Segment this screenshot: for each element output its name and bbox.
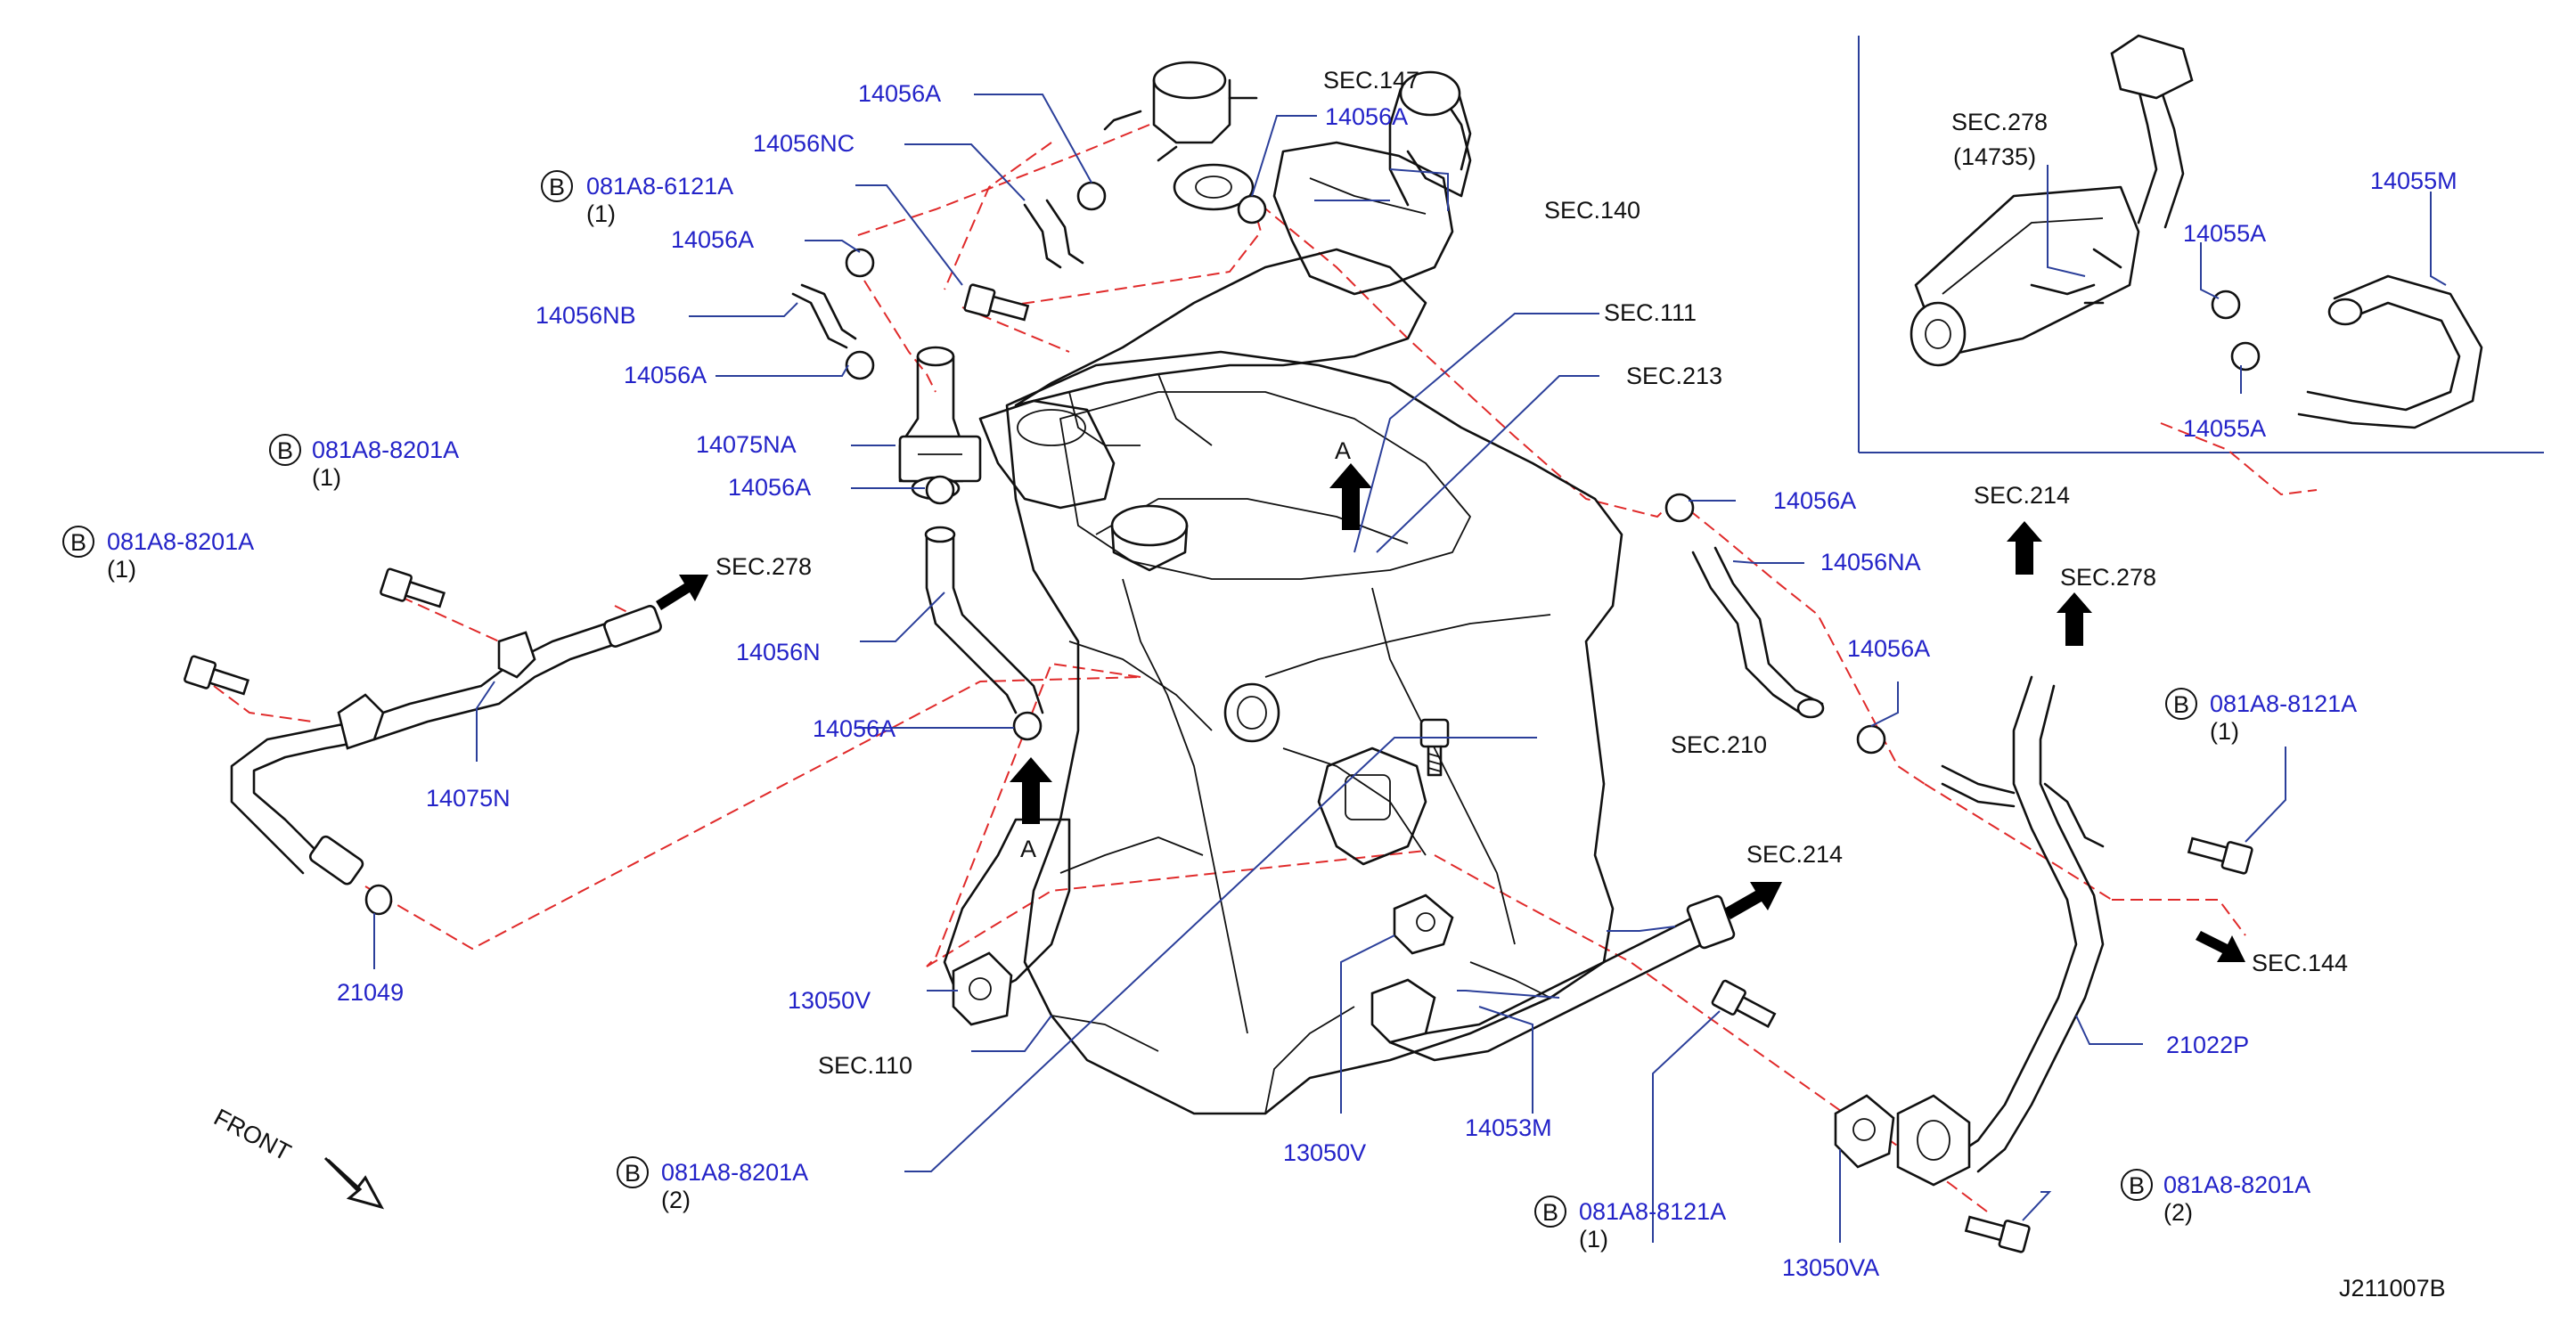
qty-8201a-3: (2) [661,1187,691,1213]
sec-278-right: SEC.278 [2060,564,2156,591]
arrow-a-up-left [1010,757,1052,824]
clamps [845,181,2261,755]
label-14056a-1: 14056A [858,80,941,107]
qty-6121a: (1) [586,200,616,227]
inset-hose-14055m [2297,274,2483,429]
bolt-callout-6121a: B 081A8-6121A (1) [541,170,733,227]
sec-110: SEC.110 [818,1052,912,1079]
label-14053m: 14053M [1465,1114,1552,1141]
bolt-marker: B [70,529,86,556]
sec-147: SEC.147 [1323,67,1419,94]
sec-278-inset: SEC.278 [1951,109,2048,135]
label-21049: 21049 [337,979,404,1006]
right-hoses-14056na [1691,546,1825,719]
qty-8121a-2: (1) [2210,718,2239,745]
leader-lines [373,94,2447,1243]
bolt-callout-8201a-2: B 081A8-8201A (1) [62,526,254,583]
sec-144: SEC.144 [2252,950,2348,976]
label-14075n: 14075N [426,785,511,812]
bolt-marker: B [2129,1172,2145,1199]
arrow-sec144 [2196,931,2245,962]
label-14056nb: 14056NB [536,302,636,329]
hose-14056n [924,526,1044,714]
arrow-sec278-right [2057,592,2092,646]
sec-214-right: SEC.214 [1974,482,2070,509]
label-14056nc: 14056NC [753,130,855,157]
arrow-sec278-pipe [656,575,708,610]
qty-8201a-2: (1) [107,556,136,583]
bolt-callout-8201a-4: B 081A8-8201A (2) [2121,1169,2310,1226]
label-14056na: 14056NA [1820,549,1921,575]
label-14075na: 14075NA [696,431,797,458]
bolt-callout-8201a-3: B 081A8-8201A (2) [617,1156,808,1213]
label-081a8-8121a-1: 081A8-8121A [1579,1198,1726,1225]
valve-14075na [898,346,982,501]
label-081a8-6121a: 081A8-6121A [586,173,733,200]
label-14055m: 14055M [2370,167,2457,194]
engine-assembly [943,70,1623,1115]
sec-214-pipe: SEC.214 [1746,841,1843,868]
arrow-a-up-center [1329,463,1372,530]
label-081a8-8201a-1: 081A8-8201A [312,437,459,463]
label-14055a-1: 14055A [2183,220,2266,247]
bolt-callout-8201a-1: B 081A8-8201A (1) [269,434,459,491]
bolt-marker: B [625,1160,641,1187]
arrow-sec214-pipe [1724,882,1782,919]
inset-frame [1858,36,2544,453]
sec-140: SEC.140 [1544,197,1640,224]
bolt-callout-8121a-2: B 081A8-8121A (1) [2165,688,2357,745]
qty-8201a-4: (2) [2163,1199,2193,1226]
bolts [184,283,2253,1253]
label-14056a-5: 14056A [728,474,811,501]
label-14056a-8: 14056A [1847,635,1930,662]
bolt-callout-8121a-1: B 081A8-8121A (1) [1534,1196,1726,1253]
gasket-13050va [1834,1094,1895,1169]
bolt-marker: B [1542,1199,1558,1226]
pipe-14053m [1370,894,1736,1062]
label-14056a-6: 14056A [813,715,895,742]
sec-278-pipe: SEC.278 [716,553,812,580]
label-081a8-8201a-3: 081A8-8201A [661,1159,808,1186]
label-13050v-2: 13050V [1283,1139,1366,1166]
view-a-center: A [1335,437,1351,464]
sec-111: SEC.111 [1604,299,1697,326]
diagram-id: J211007B [2339,1275,2446,1302]
label-21022p: 21022P [2166,1032,2249,1058]
egr-valve-top [1103,61,1258,211]
label-14056a-2: 14056A [1325,103,1408,130]
label-14735: (14735) [1953,143,2036,170]
qty-8121a-1: (1) [1579,1226,1608,1253]
label-13050va: 13050VA [1782,1254,1879,1281]
arrow-sec214-right [2007,521,2042,575]
bolt-marker: B [2173,691,2189,718]
inset-egr-cooler [1910,34,2194,367]
center-lines [213,124,2318,1212]
label-081a8-8121a-2: 081A8-8121A [2210,690,2357,717]
view-a-left: A [1020,836,1036,862]
hose-small-left [791,199,1084,349]
sec-213: SEC.213 [1626,363,1722,389]
front-label: FRONT [209,1104,295,1166]
bolt-marker: B [549,174,565,200]
sec-210: SEC.210 [1671,731,1767,758]
label-14055a-2: 14055A [2183,415,2266,442]
label-14056a-7: 14056A [1773,487,1856,514]
label-14056n: 14056N [736,639,821,665]
coolant-pipe-21022p [1896,675,2105,1187]
qty-8201a-1: (1) [312,464,341,491]
left-egr-pipe-14075n [230,605,662,916]
label-081a8-8201a-4: 081A8-8201A [2163,1171,2310,1198]
direction-arrows [323,463,2245,1210]
front-arrow-icon [323,1156,385,1210]
label-14056a-4: 14056A [624,362,707,388]
label-13050v-1: 13050V [788,987,871,1014]
bolt-marker: B [277,437,293,464]
label-14056a-3: 14056A [671,226,754,253]
label-081a8-8201a-2: 081A8-8201A [107,528,254,555]
